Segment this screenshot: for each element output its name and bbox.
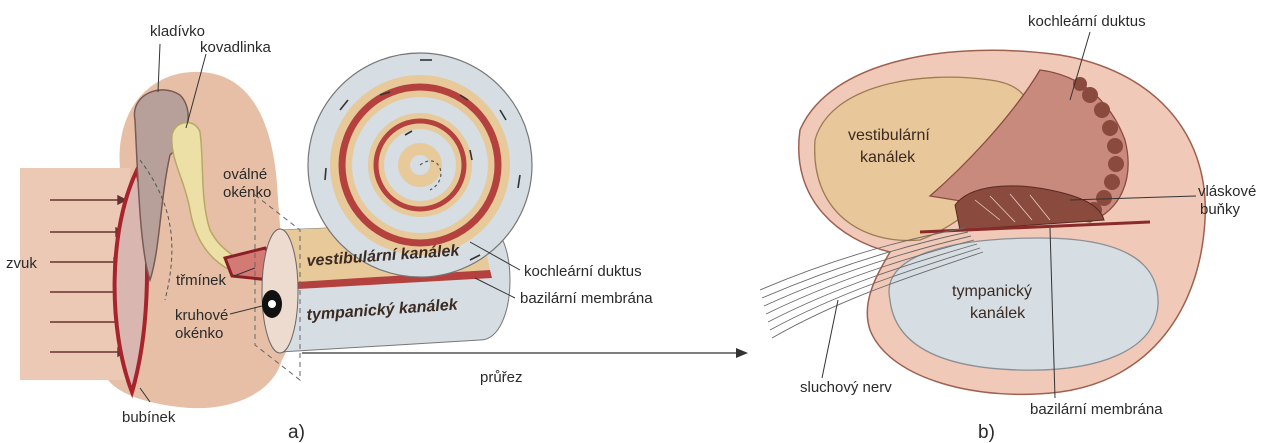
label-cochlear-duct-b: kochleární duktus — [1028, 13, 1146, 30]
label-cochlear-duct-a: kochleární duktus — [524, 263, 642, 280]
panel-a-letter: a) — [288, 422, 305, 443]
label-anvil: kovadlinka — [200, 39, 272, 56]
label-round-window-2: okénko — [175, 325, 223, 342]
label-vestibular-canal-b-1: vestibulární — [848, 127, 930, 144]
spiral-cochlea — [308, 53, 532, 277]
label-round-window-1: kruhové — [175, 307, 228, 324]
label-tympanic-canal-b-2: kanálek — [970, 305, 1026, 322]
label-tympanic-canal-b-1: tympanický — [952, 283, 1032, 300]
cross-section-arrow: průřez — [302, 348, 748, 386]
label-hair-cells-1: vláskové — [1198, 183, 1256, 200]
label-stirrup: třmínek — [176, 272, 227, 289]
label-sound: zvuk — [6, 255, 37, 272]
label-oval-window-2: okénko — [223, 184, 271, 201]
label-auditory-nerve: sluchový nerv — [800, 379, 892, 396]
label-hair-cells-2: buňky — [1200, 201, 1241, 218]
panel-a: kladívko kovadlinka oválné okénko zvuk t… — [6, 23, 653, 443]
label-basilar-membrane-b: bazilární membrána — [1030, 401, 1163, 418]
panel-b: kochleární duktus vestibulární kanálek v… — [760, 13, 1256, 443]
label-eardrum: bubínek — [122, 409, 176, 426]
label-oval-window-1: oválné — [223, 166, 267, 183]
label-hammer: kladívko — [150, 23, 205, 40]
label-cross-section: průřez — [480, 369, 523, 386]
panel-b-letter: b) — [978, 422, 995, 443]
label-basilar-membrane-a: bazilární membrána — [520, 290, 653, 307]
label-vestibular-canal-b-2: kanálek — [860, 149, 916, 166]
